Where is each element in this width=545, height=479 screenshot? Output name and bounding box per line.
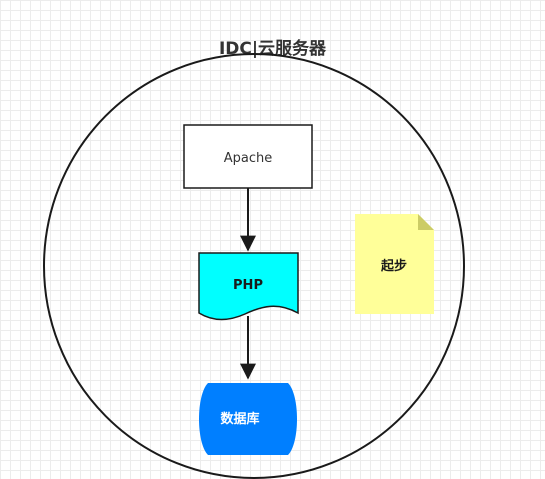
apache-node[interactable]: Apache [183,124,313,189]
php-node[interactable]: PHP [198,252,299,321]
idc-boundary-ellipse[interactable] [43,53,465,479]
note-label: 起步 [380,258,407,274]
php-document-shape [198,252,299,321]
apache-label: Apache [224,151,273,166]
note-node[interactable]: 起步 [355,214,434,314]
note-body [355,214,434,314]
database-node[interactable]: 数据库 [199,383,297,455]
php-label: PHP [233,278,263,293]
database-cylinder [199,383,297,455]
apache-box [183,124,313,189]
database-label: 数据库 [220,411,259,427]
note-fold [418,214,434,230]
